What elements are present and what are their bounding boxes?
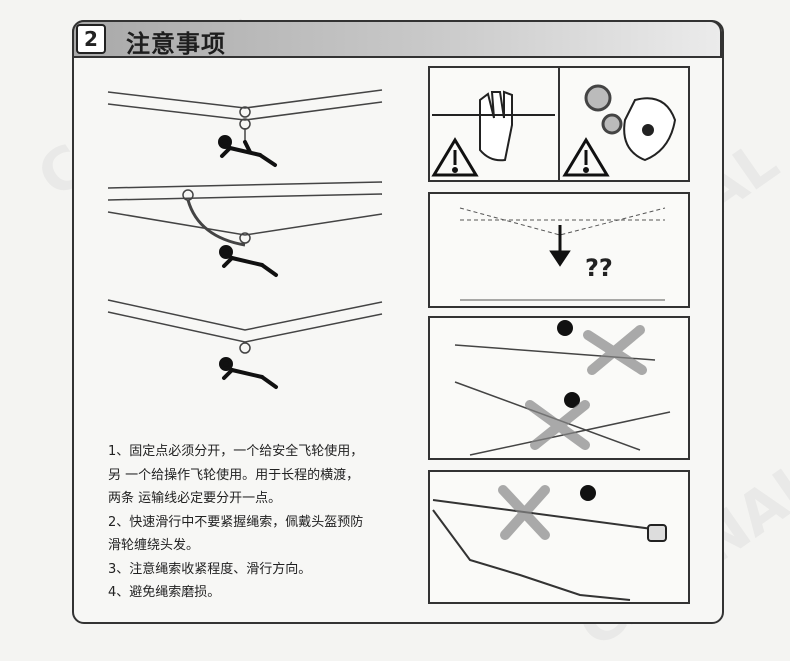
section-title: 注意事项: [126, 30, 226, 58]
climber-icon: [219, 357, 278, 389]
note-line: 4、避免绳索磨损。: [108, 585, 221, 600]
skull-icon: [557, 320, 580, 408]
note-line: 2、快速滑行中不要紧握绳索，佩戴头盔预防: [108, 514, 364, 530]
down-arrow-icon: [549, 225, 571, 267]
illustration-layer: [107, 89, 383, 389]
notes-list: 1、固定点必须分开，一个给安全飞轮使用， 另 一个给操作飞轮使用。用于长程的横渡…: [108, 440, 398, 605]
face-icon: [623, 97, 677, 162]
warning-icon: [431, 137, 479, 177]
question-marks: ??: [585, 254, 613, 282]
scene-two-rope: [107, 181, 383, 247]
cross-icon: [525, 325, 647, 450]
scene-one-rope: [107, 89, 383, 142]
skull-icon: [580, 485, 596, 501]
warning-icon: [562, 137, 610, 177]
note-line: 1、固定点必须分开，一个给安全飞轮使用，: [108, 444, 364, 459]
section-number: 2: [76, 24, 106, 54]
header-bar: [72, 20, 722, 58]
fall-diagram: [459, 207, 666, 301]
gear-icon: [584, 84, 623, 135]
note-line: 3、注意绳索收紧程度、滑行方向。: [108, 561, 312, 577]
cross-icon: [498, 485, 550, 540]
climber-icon: [218, 135, 277, 167]
panel-abrasion: [428, 470, 690, 604]
right-panel-art: ??: [431, 67, 677, 601]
glove-icon: [479, 90, 513, 162]
abrasion-diagram: [432, 499, 661, 601]
scene-three-rope: [107, 299, 383, 354]
anchor-icon: [647, 524, 667, 542]
note-line: 两条 运输线必定要分开一点。: [108, 491, 282, 506]
note-line: 滑轮缠绕头发。: [108, 538, 200, 553]
climber-icon: [219, 245, 278, 277]
note-line: 另 一个给操作飞轮使用。用于长程的横渡，: [108, 467, 360, 483]
